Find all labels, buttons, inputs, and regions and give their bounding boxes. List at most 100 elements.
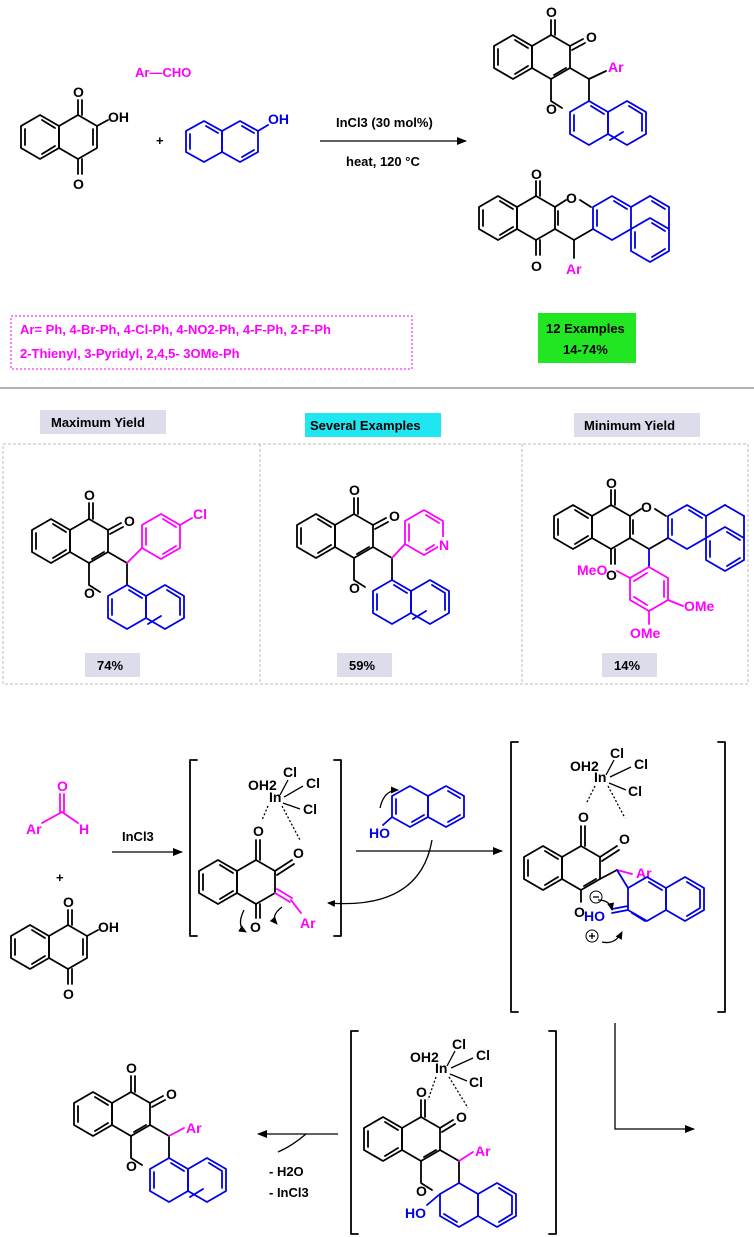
atom-o: O — [84, 487, 95, 503]
atom-o: O — [63, 894, 74, 910]
bracket-left — [189, 759, 198, 937]
panels-frame — [2, 443, 749, 685]
yield-min: 14% — [614, 658, 640, 673]
substituent-list-line1: Ar= Ph, 4-Br-Ph, 4-Cl-Ph, 4-NO2-Ph, 4-F-… — [20, 322, 331, 337]
atom-o: O — [641, 499, 652, 515]
atom-o: O — [416, 1084, 427, 1100]
atom-o: O — [619, 831, 630, 847]
panel-header-bg — [305, 413, 441, 437]
atom-ho: HO — [405, 1205, 426, 1221]
mech-final-product: O O O Ar — [73, 1060, 227, 1203]
plus-sign: + — [156, 133, 164, 148]
atom-oh: OH — [108, 109, 129, 125]
panel-max-structure: O O O Cl — [31, 487, 207, 630]
plus-sign: + — [56, 870, 64, 885]
atom-cl: Cl — [476, 1047, 490, 1063]
elimination-catalyst: - InCl3 — [269, 1185, 309, 1200]
panel-header-min: Minimum Yield — [584, 418, 675, 433]
methoxy-label: OMe — [630, 625, 661, 641]
intermediate-hemiketal: OH2 In Cl Cl Cl O O O Ar — [363, 1036, 517, 1228]
conditions-label: heat, 120 °C — [346, 154, 420, 169]
intermediate-knoevenagel: OH2 In Cl Cl Cl O O O Ar — [198, 764, 320, 935]
atom-o: O — [293, 845, 304, 861]
naphthol-reactant: OH — [185, 111, 289, 163]
atom-in: In — [594, 769, 606, 785]
atom-cl: Cl — [469, 1074, 483, 1090]
methoxy-label: MeO — [577, 562, 607, 578]
atom-cl: Cl — [303, 801, 317, 817]
panel-header-bg — [574, 413, 700, 437]
mech-aldehyde: O Ar H — [26, 778, 89, 837]
product-para-quinone: O O O Ar — [478, 166, 670, 277]
atom-ar: Ar — [475, 1143, 491, 1159]
atom-ho: HO — [584, 908, 605, 924]
atom-cl: Cl — [628, 783, 642, 799]
bracket-left — [510, 741, 519, 1013]
atom-in: In — [269, 789, 281, 805]
atom-ar: Ar — [566, 261, 582, 277]
atom-o: O — [578, 809, 589, 825]
atom-in: In — [435, 1060, 447, 1076]
product-ortho-quinone: O O O Ar — [493, 4, 647, 146]
atom-oh: OH — [268, 111, 289, 127]
yield-badge-bg — [337, 653, 392, 677]
atom-cl: Cl — [306, 775, 320, 791]
panel-header-several: Several Examples — [310, 418, 421, 433]
atom-o: O — [250, 919, 261, 935]
atom-o: O — [126, 1158, 137, 1174]
mech-hydroxynaphthoquinone: O O OH — [10, 894, 119, 1002]
atom-mask — [438, 537, 451, 551]
atom-o: O — [126, 1060, 137, 1076]
atom-o: O — [574, 904, 585, 920]
atom-o: O — [531, 258, 542, 274]
mechanism: O Ar H + O O OH InCl3 OH2 In Cl — [10, 741, 726, 1235]
atom-o: O — [166, 1086, 177, 1102]
atom-o: O — [546, 101, 557, 117]
bracket-right — [717, 741, 726, 1013]
examples-count: 12 Examples — [546, 321, 625, 336]
catalyst-label: InCl3 (30 mol%) — [336, 115, 433, 130]
atom-o: O — [566, 190, 577, 206]
intermediate-michael-adduct: OH2 In Cl Cl Cl O O O Ar — [523, 745, 705, 944]
atom-o: O — [73, 176, 84, 192]
atom-o: O — [606, 475, 617, 491]
atom-o: O — [546, 4, 557, 20]
mech-catalyst-label: InCl3 — [122, 829, 154, 844]
atom-o: O — [253, 823, 264, 839]
bracket-right — [548, 1030, 557, 1235]
atom-o: O — [586, 29, 597, 45]
atom-o: O — [349, 482, 360, 498]
panel-header-max: Maximum Yield — [51, 415, 145, 430]
substituent-box — [10, 315, 413, 370]
methoxy-label: OMe — [684, 598, 715, 614]
ligand-oh2: OH2 — [248, 777, 277, 793]
examples-badge — [538, 313, 636, 363]
atom-h: H — [79, 821, 89, 837]
atom-ar: Ar — [26, 821, 42, 837]
mech-naphthol: HO — [327, 785, 465, 908]
atom-o: O — [456, 1109, 467, 1125]
atom-cl: Cl — [452, 1036, 466, 1052]
atom-o: O — [57, 778, 68, 794]
elimination-water: - H2O — [269, 1164, 304, 1179]
arrow-step3 — [614, 1023, 695, 1133]
ligand-oh2: OH2 — [410, 1049, 439, 1065]
elimination-curve — [277, 1133, 307, 1153]
atom-ar: Ar — [186, 1120, 202, 1136]
substituent-list-line2: 2-Thienyl, 3-Pyridyl, 2,4,5- 3OMe-Ph — [20, 346, 240, 361]
yield-several: 59% — [349, 658, 375, 673]
bracket-right — [333, 759, 342, 937]
hydroxynaphthoquinone-reactant: O O OH — [20, 84, 129, 192]
panel-min-structure: O O O MeO OMe OMe — [553, 475, 745, 641]
atom-ar: Ar — [300, 915, 316, 931]
atom-o: O — [73, 84, 84, 100]
atom-n: N — [439, 537, 449, 553]
atom-cl: Cl — [634, 756, 648, 772]
atom-o: O — [349, 580, 360, 596]
atom-ar: Ar — [608, 59, 624, 75]
atom-o: O — [531, 166, 542, 182]
example-panels: Maximum Yield Several Examples Minimum Y… — [2, 410, 749, 685]
panel-several-structure: O O O N — [296, 482, 451, 625]
yield-range: 14-74% — [563, 342, 608, 357]
bracket-left — [350, 1030, 359, 1235]
